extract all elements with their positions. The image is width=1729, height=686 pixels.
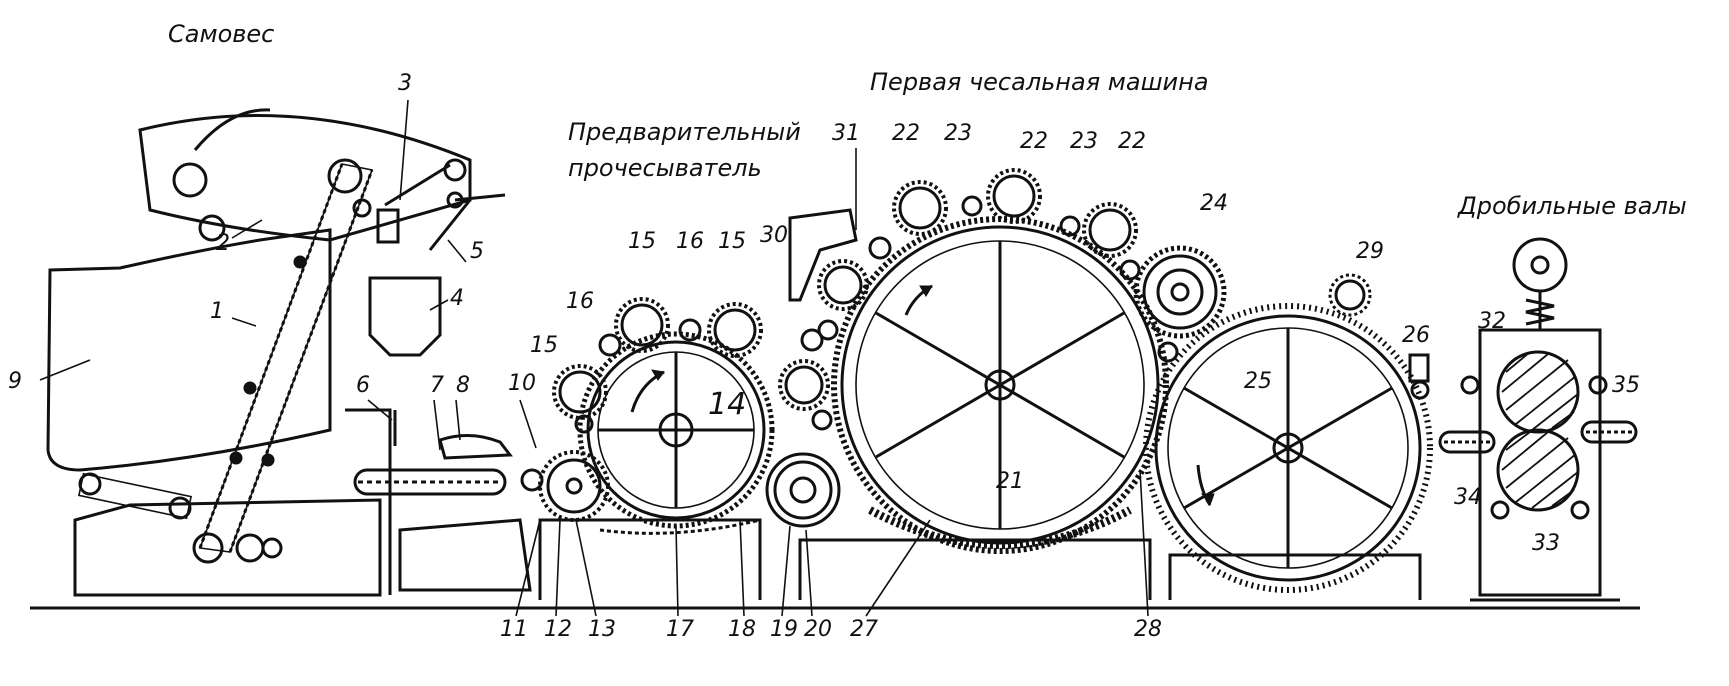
feeder-roller-left-2	[198, 214, 226, 242]
label-13: 13	[588, 617, 616, 642]
label-20: 20	[804, 617, 832, 642]
label-30: 30	[760, 223, 788, 248]
label-2: 2	[216, 231, 230, 256]
title-feeder: Самовес	[168, 20, 274, 48]
label-15a: 15	[628, 229, 656, 254]
label-22a: 22	[892, 121, 920, 146]
label-21: 21	[996, 469, 1024, 494]
label-15b: 15	[718, 229, 746, 254]
main-swift	[788, 168, 1169, 600]
doffer-24	[1119, 245, 1227, 363]
swift-25	[1143, 273, 1433, 600]
label-24: 24	[1200, 191, 1228, 216]
label-16a: 16	[676, 229, 704, 254]
label-25: 25	[1244, 369, 1272, 394]
feeder-machine	[46, 108, 506, 597]
label-22b: 22	[1020, 129, 1048, 154]
label-14: 14	[708, 387, 746, 422]
label-1: 1	[210, 299, 224, 324]
label-16b: 16	[566, 289, 594, 314]
label-32: 32	[1478, 309, 1506, 334]
label-6: 6	[356, 373, 370, 398]
label-26: 26	[1402, 323, 1430, 348]
leader-lines	[39, 99, 1149, 617]
feeder-roller-left	[172, 162, 208, 198]
label-15c: 15	[530, 333, 558, 358]
title-pre-carder-line1: Предварительный	[568, 118, 801, 146]
label-23a: 23	[944, 121, 972, 146]
label-11: 11	[500, 617, 528, 642]
label-35: 35	[1612, 373, 1640, 398]
label-18: 18	[728, 617, 756, 642]
label-3: 3	[398, 71, 412, 96]
pre-carder	[520, 297, 775, 600]
feed-lattice	[353, 410, 532, 592]
transfer-roll	[765, 328, 841, 528]
label-9: 9	[8, 369, 22, 394]
label-19: 19	[770, 617, 798, 642]
label-17: 17	[666, 617, 694, 642]
label-5: 5	[470, 239, 484, 264]
label-22c: 22	[1118, 129, 1146, 154]
title-first-carding: Первая чесальная машина	[870, 68, 1209, 96]
label-8: 8	[456, 373, 470, 398]
label-28: 28	[1134, 617, 1162, 642]
title-pre-carder-line2: прочесыватель	[568, 154, 762, 182]
label-34: 34	[1454, 485, 1482, 510]
label-33: 33	[1532, 531, 1560, 556]
label-29: 29	[1356, 239, 1384, 264]
crush-rolls	[1438, 237, 1638, 602]
number-labels: 1 2 3 4 5 6 7 8 9 10 11 12 13 14 15 16 1…	[8, 71, 1640, 642]
label-10: 10	[508, 371, 536, 396]
label-23b: 23	[1070, 129, 1098, 154]
label-27: 27	[850, 617, 878, 642]
label-12: 12	[544, 617, 572, 642]
title-crush-rolls: Дробильные валы	[1457, 192, 1687, 220]
label-31: 31	[832, 121, 860, 146]
label-4: 4	[450, 286, 464, 311]
label-7: 7	[430, 373, 444, 398]
